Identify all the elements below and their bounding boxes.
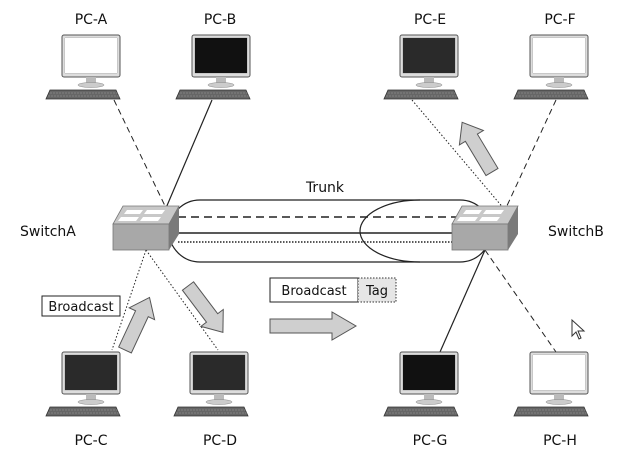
switch-a-icon bbox=[112, 205, 180, 251]
links bbox=[111, 99, 557, 353]
pc-h bbox=[513, 351, 589, 417]
pc-g-label: PC-G bbox=[413, 433, 448, 449]
link-pc-e bbox=[411, 99, 506, 211]
pc-b bbox=[175, 34, 251, 100]
link-pc-c bbox=[111, 249, 147, 351]
pc-d-label: PC-D bbox=[203, 433, 237, 449]
pc-e bbox=[383, 34, 459, 100]
pc-a bbox=[45, 34, 121, 100]
link-pc-d bbox=[145, 249, 219, 351]
switch-a-label: SwitchA bbox=[20, 224, 76, 240]
broadcast-label-trunk: Broadcast bbox=[281, 284, 346, 299]
arrow-right-across-trunk bbox=[269, 311, 357, 341]
arrow-up-to-pc-e bbox=[458, 121, 499, 177]
pc-c-screen bbox=[65, 355, 117, 390]
link-pc-h bbox=[484, 249, 557, 353]
broadcast-label-left: Broadcast bbox=[48, 300, 113, 315]
switch-b-icon bbox=[451, 205, 519, 251]
pc-a-screen bbox=[65, 38, 117, 73]
mouse-cursor-icon bbox=[571, 318, 586, 340]
pc-c bbox=[45, 351, 121, 417]
trunk-end-ellipse bbox=[359, 199, 421, 263]
trunk: Trunk bbox=[168, 180, 492, 263]
pc-b-screen bbox=[195, 38, 247, 73]
pc-c-label: PC-C bbox=[74, 433, 107, 449]
pc-f-label: PC-F bbox=[544, 12, 575, 28]
arrow-down-to-pc-d bbox=[181, 281, 224, 333]
tag-label: Tag bbox=[365, 284, 388, 299]
trunk-label: Trunk bbox=[305, 180, 345, 196]
link-pc-b bbox=[165, 99, 213, 209]
trunk-tube bbox=[168, 199, 492, 263]
pc-a-label: PC-A bbox=[75, 12, 108, 28]
link-pc-a bbox=[113, 99, 167, 209]
pc-d-screen bbox=[193, 355, 245, 390]
pc-h-label: PC-H bbox=[543, 433, 577, 449]
pc-h-screen bbox=[533, 355, 585, 390]
link-pc-g bbox=[439, 249, 486, 353]
pc-f-screen bbox=[533, 38, 585, 73]
switch-b-label: SwitchB bbox=[548, 224, 604, 240]
tagged-frame: Broadcast Tag bbox=[269, 277, 397, 303]
pc-g bbox=[383, 351, 459, 417]
pc-d bbox=[173, 351, 249, 417]
pc-b-label: PC-B bbox=[204, 12, 236, 28]
pc-g-screen bbox=[403, 355, 455, 390]
broadcast-frame-left: Broadcast bbox=[41, 295, 121, 317]
pc-f bbox=[513, 34, 589, 100]
pc-e-screen bbox=[403, 38, 455, 73]
pc-e-label: PC-E bbox=[414, 12, 446, 28]
link-pc-f bbox=[504, 99, 557, 211]
arrow-up-from-pc-c bbox=[117, 296, 156, 354]
